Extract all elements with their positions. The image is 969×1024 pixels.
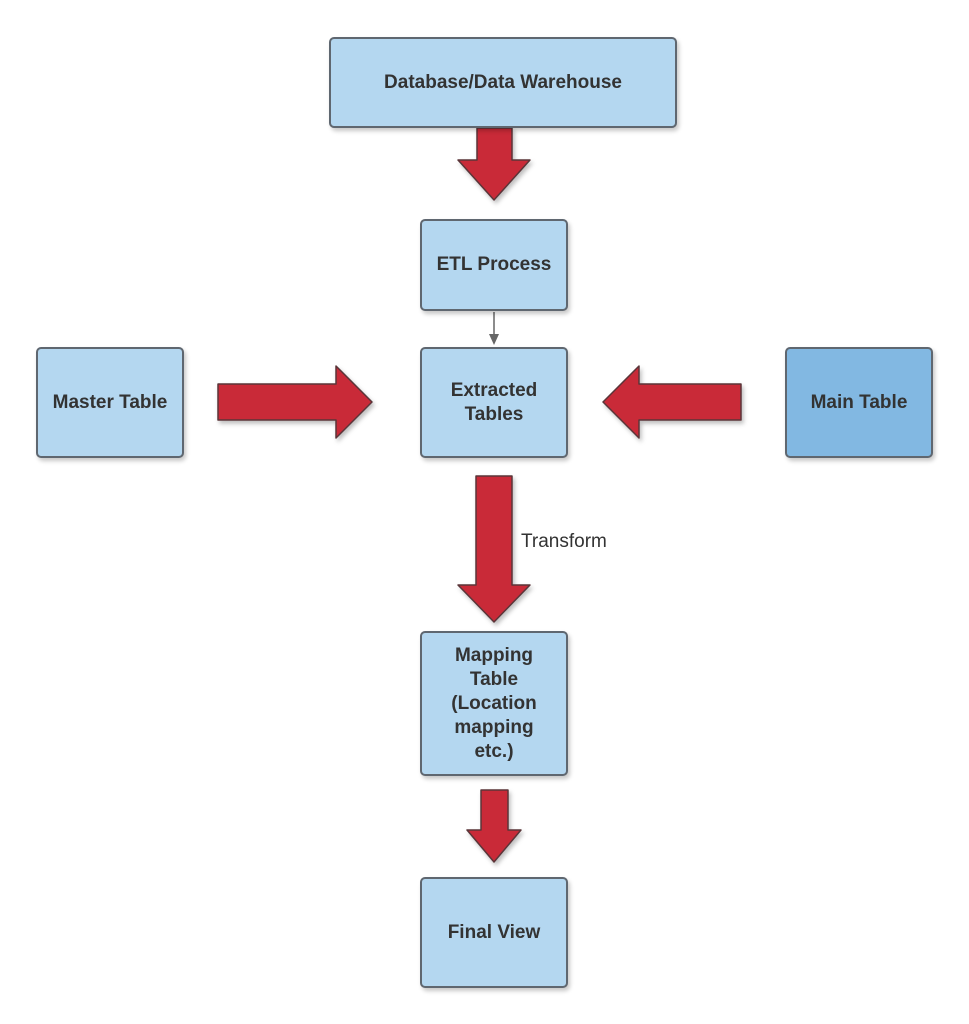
- edge-label-transform: Transform: [521, 531, 607, 552]
- node-final-view: Final View: [420, 877, 568, 988]
- node-extracted-tables-label: Extracted Tables: [450, 379, 538, 425]
- node-final-view-label: Final View: [447, 921, 541, 943]
- node-main-table-label: Main Table: [810, 391, 908, 413]
- node-etl-process: ETL Process: [420, 219, 568, 311]
- node-etl-process-label: ETL Process: [436, 254, 552, 275]
- arrow-mapping-to-final: [466, 789, 522, 863]
- node-master-table: Master Table: [36, 347, 184, 458]
- arrow-master-to-extracted: [217, 365, 373, 439]
- node-extracted-tables: Extracted Tables: [420, 347, 568, 458]
- arrow-database-to-etl: [457, 127, 531, 201]
- node-mapping-table-label: Mapping Table (Location mapping etc.): [451, 644, 537, 762]
- node-mapping-table: Mapping Table (Location mapping etc.): [420, 631, 568, 776]
- arrow-main-to-extracted: [602, 365, 742, 439]
- arrow-extracted-to-mapping: [457, 475, 531, 623]
- node-master-table-label: Master Table: [52, 391, 168, 413]
- node-main-table: Main Table: [785, 347, 933, 458]
- node-database: Database/Data Warehouse: [329, 37, 677, 128]
- node-database-label: Database/Data Warehouse: [384, 71, 622, 93]
- connector-arrowhead-icon: [489, 334, 499, 345]
